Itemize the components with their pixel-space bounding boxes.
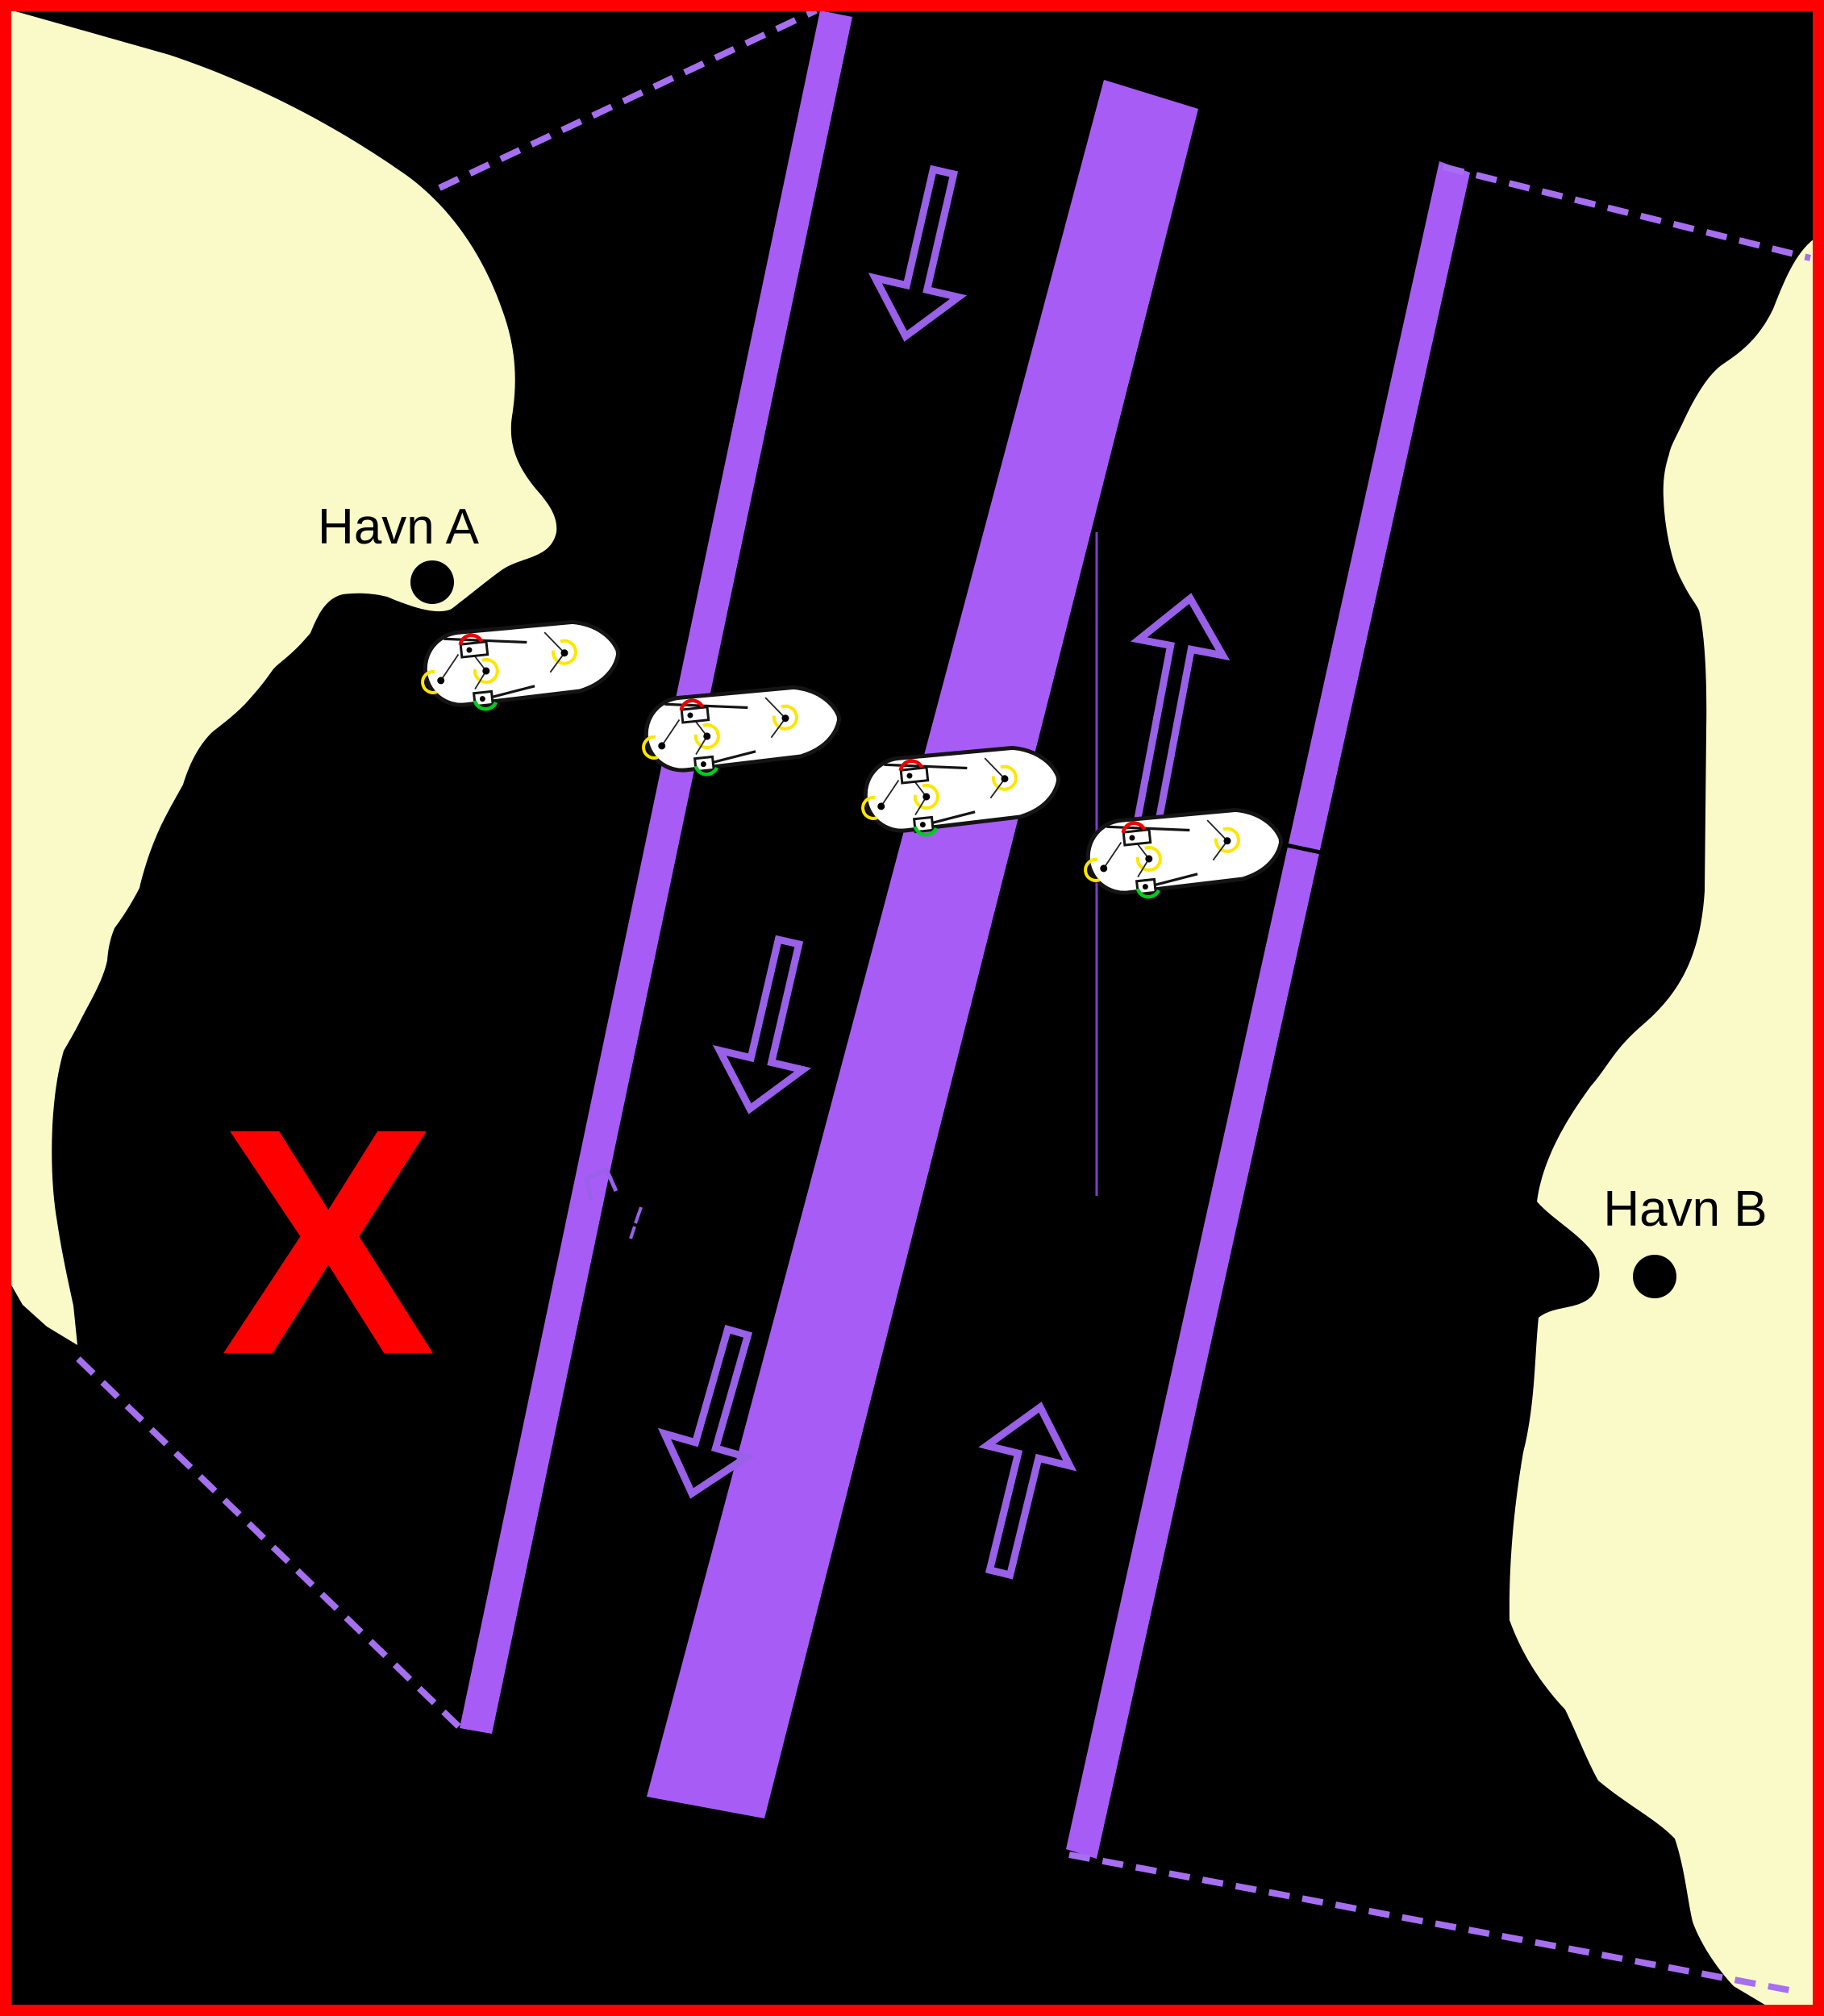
traffic-lane-bands	[460, 10, 1470, 1859]
ship-heading-break-line	[1285, 843, 1364, 864]
small-dash-b	[629, 1226, 636, 1239]
down-arrow-top-icon	[868, 165, 968, 342]
dashed-zone-boundaries	[76, 7, 1811, 1995]
harbor-b-dot	[1633, 1255, 1676, 1298]
down-arrow-middle-icon	[712, 935, 812, 1114]
lane-boundary-right	[1066, 161, 1470, 1859]
land-mass-west	[10, 10, 557, 1345]
harbor-a-label: Havn A	[318, 499, 480, 555]
dashed-top-right	[1443, 164, 1811, 261]
dashed-bottom-left	[76, 1356, 464, 1731]
down-arrow-bottom-icon	[657, 1324, 756, 1499]
lane-boundary-left	[460, 10, 852, 1734]
prohibited-x-mark: X	[221, 1061, 438, 1422]
dashed-top-left	[438, 7, 818, 191]
dashed-bottom-right	[1068, 1851, 1799, 1995]
lane-direction-arrows	[657, 165, 1231, 1580]
separation-zone	[647, 80, 1198, 1818]
harbor-dots	[410, 560, 1676, 1298]
land-mass-east	[1509, 239, 1814, 2006]
harbor-a-dot	[410, 560, 454, 604]
up-arrow-bottom-icon	[978, 1402, 1077, 1580]
small-arrow-fragment	[584, 1166, 618, 1201]
harbor-b-label: Havn B	[1603, 1181, 1767, 1237]
label-layer: Havn A Havn B X	[221, 499, 1768, 1422]
small-dash-a	[634, 1206, 643, 1224]
land-layer	[10, 10, 1814, 2006]
